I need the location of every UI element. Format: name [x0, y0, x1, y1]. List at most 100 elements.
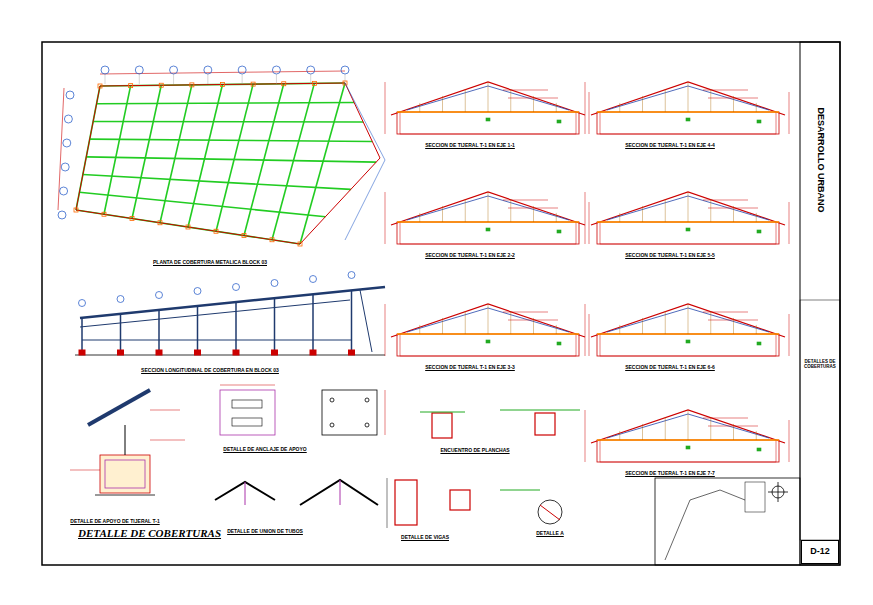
cad-line	[556, 103, 557, 112]
cad-line	[503, 312, 548, 313]
cad-rect	[214, 229, 218, 233]
axis-bubble	[194, 288, 201, 295]
drawing-title: SECCION DE TIJERAL T-1 EN EJE 5-5	[624, 252, 716, 258]
cad-line	[642, 96, 643, 112]
plan-outline	[76, 83, 380, 244]
cad-line	[556, 325, 557, 334]
cad-line	[789, 202, 790, 244]
cad-line	[385, 82, 386, 134]
cad-line	[589, 314, 590, 356]
cad-line	[619, 431, 620, 440]
cad-rect	[232, 400, 262, 408]
cad-rect	[349, 350, 355, 355]
drawing-title: SECCION LONGITUDINAL DE COBERTURA EN BLO…	[140, 367, 280, 373]
cad-line	[442, 96, 443, 112]
cad-line	[351, 290, 353, 352]
cad-line	[79, 192, 325, 216]
cad-line	[619, 213, 620, 222]
cad-line	[710, 311, 711, 334]
cad-line	[345, 83, 385, 240]
cad-line	[385, 390, 386, 435]
cad-line	[733, 96, 734, 112]
cad-line	[274, 298, 276, 352]
cad-rect	[686, 228, 690, 231]
cad-line	[276, 74, 277, 84]
cad-rect	[129, 84, 133, 88]
cad-line	[585, 82, 586, 134]
cad-line	[503, 90, 548, 91]
cad-rect	[757, 120, 761, 123]
cad-line	[533, 318, 534, 334]
cad-rect	[42, 42, 840, 565]
drawing-title: DETALLE DE UNION DE TUBOS	[226, 528, 304, 534]
title-block-text: DETALLES DE COBERTURAS	[801, 360, 839, 370]
cad-line	[173, 74, 174, 84]
cad-line	[789, 314, 790, 356]
cad-rect	[272, 350, 278, 355]
cad-rect	[450, 490, 470, 510]
cad-line	[510, 89, 511, 112]
drawing-title: SECCION DE TIJERAL T-1 EN EJE 4-4	[624, 142, 716, 148]
cad-line	[235, 302, 237, 352]
cad-rect	[757, 342, 761, 345]
cad-line	[703, 200, 748, 201]
cad-rect	[158, 221, 162, 225]
cad-line	[387, 478, 388, 528]
cad-rect	[557, 342, 561, 345]
cad-line	[756, 213, 757, 222]
cad-rect	[800, 42, 840, 565]
cad-line	[81, 318, 83, 352]
cad-line	[591, 304, 785, 337]
drawing-title: SECCION DE TIJERAL T-1 EN EJE 6-6	[624, 364, 716, 370]
cad-line	[95, 495, 155, 496]
cad-line	[90, 139, 373, 141]
axis-bubble	[79, 300, 86, 307]
cad-rect	[597, 334, 779, 356]
cad-rect	[400, 112, 576, 134]
cad-rect	[298, 242, 302, 246]
drawing-title: DETALLE DE VIGAS	[400, 534, 450, 540]
cad-line	[488, 192, 489, 222]
cad-line	[642, 424, 643, 440]
cad-line	[508, 320, 558, 321]
cad-line	[70, 470, 100, 471]
cad-line	[589, 202, 590, 244]
cad-line	[310, 74, 311, 84]
cad-rect	[242, 234, 246, 238]
cad-line	[340, 480, 341, 505]
drawing-title: SECCION DE TIJERAL T-1 EN EJE 1-1	[424, 142, 516, 148]
cad-rect	[600, 334, 776, 356]
cad-line	[619, 103, 620, 112]
cad-rect	[397, 222, 579, 244]
cad-rect	[233, 350, 239, 355]
cad-line	[710, 199, 711, 222]
cad-rect	[102, 212, 106, 216]
cad-rect	[557, 230, 561, 233]
cad-line	[665, 311, 666, 334]
axis-bubble	[330, 398, 334, 402]
cad-rect	[195, 350, 201, 355]
cad-rect	[686, 118, 690, 121]
cad-rect	[745, 482, 765, 512]
cad-line	[508, 98, 558, 99]
cad-rect	[655, 478, 800, 565]
cad-line	[642, 318, 643, 334]
cad-line	[242, 74, 243, 84]
cad-line	[585, 304, 586, 356]
cad-rect	[686, 340, 690, 343]
cad-line	[345, 74, 346, 84]
cad-line	[665, 490, 745, 560]
cad-line	[710, 417, 711, 440]
cad-line	[591, 410, 785, 443]
cad-rect	[312, 81, 316, 85]
cad-line	[508, 208, 558, 209]
cad-rect	[310, 350, 316, 355]
cad-line	[533, 206, 534, 222]
cad-line	[419, 213, 420, 222]
cad-line	[245, 482, 246, 505]
cad-rect	[251, 82, 255, 86]
cad-rect	[79, 350, 85, 355]
cad-rect	[130, 217, 134, 221]
cad-rect	[486, 118, 490, 121]
cad-line	[150, 440, 185, 441]
